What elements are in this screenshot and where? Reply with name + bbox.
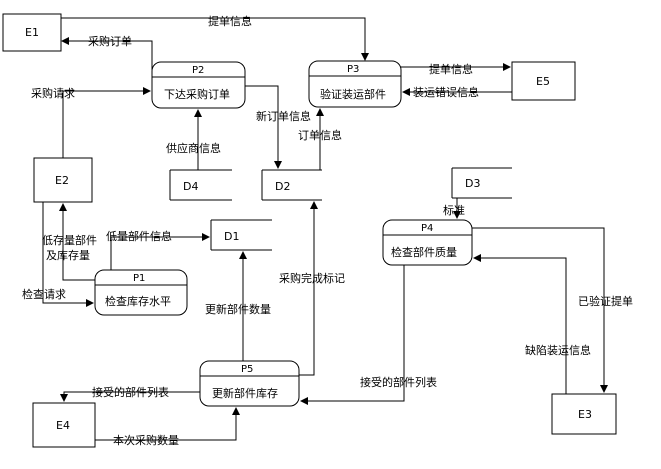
entity-e3-label: E3 (578, 408, 592, 421)
flow-p1-to-e2: 低存量部件 及库存量 (42, 203, 97, 281)
flow-d4-to-p2: 供应商信息 (166, 109, 221, 170)
flow-label-jieshou-p4: 接受的部件列表 (360, 375, 437, 389)
store-d1-label: D1 (224, 230, 239, 243)
flow-label-jieshou-e4: 接受的部件列表 (92, 385, 169, 399)
process-p5-name: 更新部件库存 (212, 386, 278, 400)
entity-e5-label: E5 (536, 75, 550, 88)
entity-e3[interactable]: E3 (551, 393, 617, 435)
flow-label-gengxin-shuliang: 更新部件数量 (205, 302, 271, 316)
flow-e5-to-p3: 装运错误信息 (402, 85, 512, 99)
process-p2[interactable]: P2 下达采购订单 (151, 61, 246, 109)
flow-p2-to-d2: 新订单信息 (245, 85, 311, 169)
store-d2[interactable]: D2 (261, 169, 322, 201)
flow-p3-to-e5: 提单信息 (401, 62, 511, 76)
flow-label-quexian: 缺陷装运信息 (525, 343, 591, 357)
store-d2-label: D2 (275, 180, 290, 193)
flow-p5-to-e4: 接受的部件列表 (60, 385, 200, 402)
flow-p1-to-d1: 低量部件信息 (106, 229, 210, 270)
store-d3-label: D3 (465, 177, 480, 190)
entity-e5[interactable]: E5 (511, 61, 576, 101)
process-p4-name: 检查部件质量 (391, 245, 457, 259)
flow-p2-to-e1: 采购订单 (61, 34, 153, 70)
entity-e2[interactable]: E2 (33, 157, 93, 203)
flow-label-zhuangyun-cuowu: 装运错误信息 (413, 85, 479, 99)
process-p3-name: 验证装运部件 (320, 87, 386, 101)
flow-label-caigou-wancheng: 采购完成标记 (279, 271, 345, 285)
flow-p4-to-e3: 已验证提单 (472, 227, 633, 393)
process-p5[interactable]: P5 更新部件库存 (199, 360, 300, 407)
flow-e2-to-p2: 采购请求 (31, 86, 151, 158)
flow-e3-to-p4: 缺陷装运信息 (473, 254, 591, 394)
flow-label-caigou-qingqiu: 采购请求 (31, 86, 75, 100)
flow-d3-to-p4: 标准 (443, 198, 465, 219)
store-d1[interactable]: D1 (210, 219, 272, 251)
flow-label-gongyingshang: 供应商信息 (166, 141, 221, 155)
entity-e4[interactable]: E4 (32, 402, 96, 448)
flow-label-tidan-e1-p3: 提单信息 (208, 14, 252, 28)
flow-e1-to-p3: 提单信息 (61, 14, 369, 61)
process-p1-name: 检查库存水平 (105, 294, 171, 308)
flow-label-xin-dingdan: 新订单信息 (256, 109, 311, 123)
flow-p5-to-d1: 更新部件数量 (205, 251, 271, 361)
process-p1-id: P1 (133, 273, 145, 284)
process-p1[interactable]: P1 检查库存水平 (94, 269, 188, 316)
process-p3[interactable]: P3 验证装运部件 (308, 60, 402, 108)
process-p5-id: P5 (241, 364, 253, 375)
flow-e2-to-p1: 检查请求 (22, 202, 94, 307)
flow-p4-to-p5: 接受的部件列表 (300, 265, 437, 405)
flow-label-dingdan-xinxi: 订单信息 (298, 128, 342, 142)
flow-e4-to-p5: 本次采购数量 (95, 407, 240, 447)
store-d4-label: D4 (183, 180, 198, 193)
flow-label-tidan-p3-e5: 提单信息 (429, 62, 473, 76)
entity-e1-label: E1 (25, 26, 39, 39)
flow-label-dikucun-1: 低存量部件 (42, 233, 97, 247)
process-p4[interactable]: P4 检查部件质量 (382, 219, 473, 266)
store-d3[interactable]: D3 (451, 167, 512, 199)
flow-label-benci-caigou: 本次采购数量 (113, 433, 179, 447)
flow-label-caigou-dingdan: 采购订单 (88, 34, 132, 48)
flow-label-dikucun-2: 及库存量 (46, 248, 90, 262)
store-d4[interactable]: D4 (169, 169, 232, 201)
flow-label-biaozhun: 标准 (443, 203, 465, 217)
entity-e2-label: E2 (55, 174, 69, 187)
entity-e1[interactable]: E1 (2, 13, 62, 52)
flow-label-yiyanzheng: 已验证提单 (578, 294, 633, 308)
process-p2-name: 下达采购订单 (164, 87, 230, 101)
process-p3-id: P3 (347, 64, 359, 75)
flow-label-diliang-bujian: 低量部件信息 (106, 229, 172, 243)
process-p4-id: P4 (421, 223, 433, 234)
entity-e4-label: E4 (56, 419, 70, 432)
flow-p5-to-d2: 采购完成标记 (279, 201, 345, 376)
flow-d2-to-p3: 订单信息 (298, 108, 342, 170)
process-p2-id: P2 (192, 65, 204, 76)
flow-label-jiancha-qingqiu: 检查请求 (22, 287, 66, 301)
